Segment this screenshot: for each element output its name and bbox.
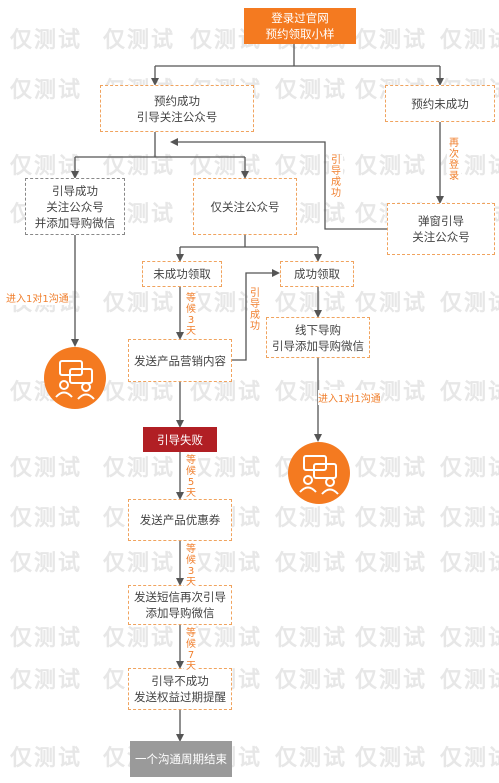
edge-label-relogin: 再次登录 [447,138,461,182]
node-send-marketing-line1: 发送产品营销内容 [134,353,226,368]
node-send-coupon-line1: 发送产品优惠券 [139,513,221,527]
node-start: 登录过官网 预约领取小样 [244,8,356,44]
node-guide-not-success: 引导不成功 发送权益过期提醒 [128,668,232,710]
node-popup-guide-line2: 关注公众号 [412,230,470,244]
node-booked-success-line2: 引导关注公众号 [136,109,218,124]
node-guide-success-line2: 关注公众号 [46,199,104,214]
node-popup-guide-line1: 弹窗引导 [418,214,464,228]
node-offline-guide-line1: 线下导购 [295,322,341,337]
node-sms-guide-line1: 发送短信再次引导 [134,590,226,604]
node-sms-guide: 发送短信再次引导 添加导购微信 [128,585,232,625]
edge-label-guide-success: 引导成功 [329,155,343,199]
node-offline-guide-line2: 引导添加导购微信 [272,338,364,353]
node-sms-guide-line2: 添加导购微信 [145,606,215,620]
chat-group-icon-right [288,442,350,504]
node-guide-not-success-line2: 发送权益过期提醒 [134,690,226,704]
node-offline-guide: 线下导购 引导添加导购微信 [266,317,370,358]
chat-group-icon-left [44,347,106,409]
node-guide-success-line1: 引导成功 [52,183,98,198]
node-guide-not-success-line1: 引导不成功 [151,674,209,688]
node-cycle-end: 一个沟通周期结束 [130,741,232,777]
node-popup-guide: 弹窗引导 关注公众号 [387,203,495,255]
node-guide-success: 引导成功 关注公众号 并添加导购微信 [25,178,125,235]
node-claimed-line1: 成功领取 [294,267,340,281]
node-start-line1: 登录过官网 [271,11,329,25]
edge-label-wait7: 等候7天 [184,628,198,672]
node-not-claimed: 未成功领取 [142,261,222,287]
edge-label-enter-1v1-left: 进入1对1沟通 [6,290,69,305]
node-only-follow: 仅关注公众号 [193,178,297,235]
edge-label-enter-1v1-right: 进入1对1沟通 [318,390,381,405]
node-booked-fail: 预约未成功 [385,85,495,122]
node-guide-failed-line1: 引导失败 [157,432,203,447]
node-booked-success-line1: 预约成功 [154,93,200,108]
node-cycle-end-line1: 一个沟通周期结束 [135,752,227,766]
node-only-follow-line1: 仅关注公众号 [210,199,280,214]
node-send-coupon: 发送产品优惠券 [128,499,232,541]
node-start-line2: 预约领取小样 [265,27,335,41]
node-not-claimed-line1: 未成功领取 [153,267,211,281]
node-guide-failed: 引导失败 [143,427,217,452]
edge-label-wait3-a: 等候3天 [184,293,198,337]
node-claimed: 成功领取 [280,261,354,287]
node-send-marketing: 发送产品营销内容 [128,339,232,382]
node-booked-success: 预约成功 引导关注公众号 [100,85,254,132]
edge-label-wait5: 等候5天 [184,455,198,499]
node-guide-success-line3: 并添加导购微信 [34,215,116,230]
edge-label-wait3-b: 等候3天 [184,544,198,588]
edge-label-guide-success2: 引导成功 [248,288,262,332]
node-booked-fail-line1: 预约未成功 [411,96,469,111]
